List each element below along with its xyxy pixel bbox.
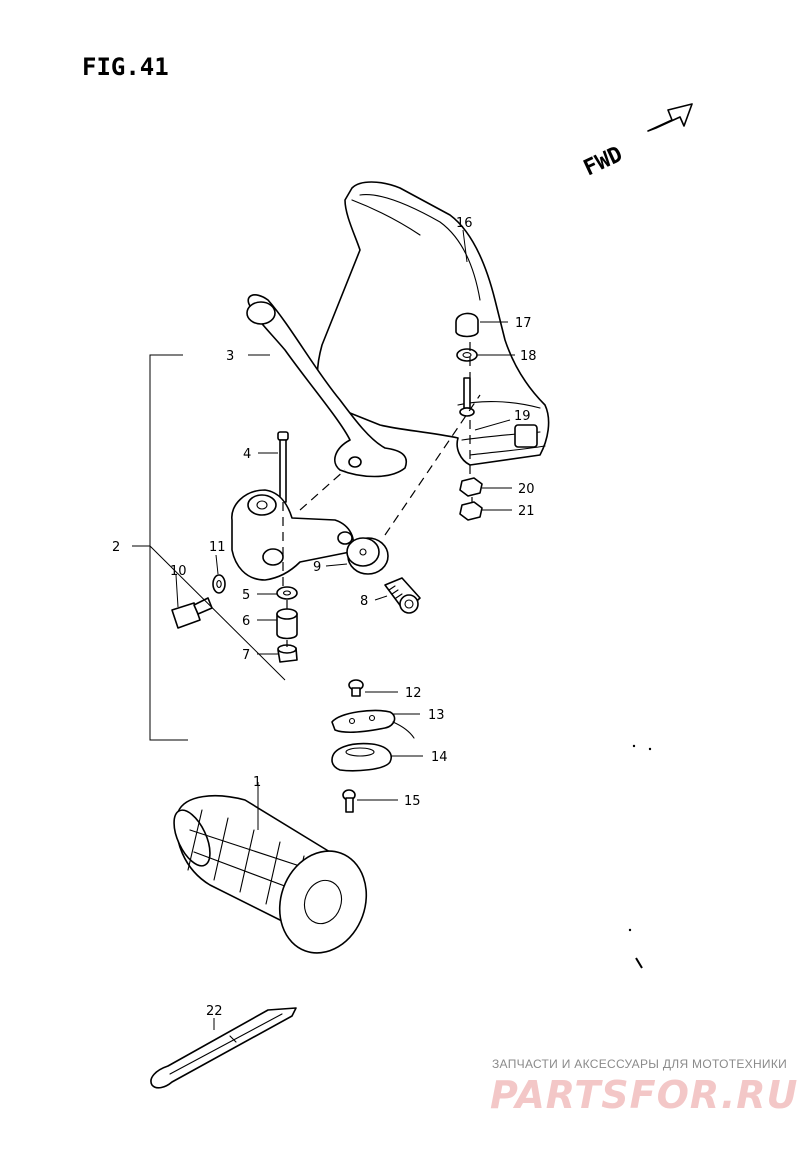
callouts: 1 2 3 4 5 6 7 8 9 10 11 12 13 14 15 16 1…: [112, 216, 537, 1019]
callout-20: 20: [518, 482, 535, 497]
part-20-nut: [459, 477, 483, 497]
part-5-washer: [276, 586, 298, 600]
part-13-switch-plate: [331, 709, 415, 739]
arrow-outline-icon: [647, 103, 693, 132]
callout-17: 17: [515, 316, 532, 331]
callout-7: 7: [242, 648, 250, 663]
assembly-lines: [282, 342, 481, 647]
part-22-tie-strap: [150, 1007, 297, 1089]
part-12-screw: [348, 679, 364, 697]
part-3-lever: [246, 294, 407, 478]
part-6-collar: [276, 608, 298, 640]
part-14-switch: [331, 742, 392, 772]
watermark: ЗАПЧАСТИ И АКСЕССУАРЫ ДЛЯ МОТОТЕХНИКИ PA…: [490, 1057, 798, 1117]
part-4-bolt: [277, 431, 289, 503]
callout-11: 11: [209, 540, 226, 555]
figure-title: FIG.41: [82, 53, 169, 81]
part-11-washer: [212, 574, 226, 594]
assembly-bracket-2: [132, 354, 286, 741]
callout-6: 6: [242, 614, 250, 629]
callout-1: 1: [253, 775, 261, 790]
part-19-bolt: [459, 377, 475, 417]
callout-13: 13: [428, 708, 445, 723]
callout-16: 16: [456, 216, 473, 231]
part-7-nut: [277, 644, 298, 663]
callout-3: 3: [226, 349, 234, 364]
leader-lines: [175, 229, 515, 1030]
callout-19: 19: [514, 409, 531, 424]
callout-4: 4: [243, 447, 251, 462]
part-9-adjuster: [346, 537, 389, 575]
callout-9: 9: [313, 560, 321, 575]
part-15-screw: [342, 789, 356, 813]
callout-22: 22: [206, 1004, 223, 1019]
part-8-adjusting-bolt: [384, 577, 421, 614]
part-1-grip: [173, 794, 368, 954]
callout-21: 21: [518, 504, 535, 519]
part-21-nut: [459, 501, 483, 521]
part-17-cap-nut: [455, 312, 479, 338]
part-18-washer: [456, 348, 478, 362]
callout-12: 12: [405, 686, 422, 701]
part-16-hand-guard: [316, 181, 550, 466]
forward-indicator: FWD: [580, 103, 693, 181]
forward-label: FWD: [580, 142, 627, 181]
callout-10: 10: [170, 564, 187, 579]
scan-specks: [628, 744, 652, 969]
part-10-bolt: [171, 597, 213, 629]
watermark-logo: PARTSFOR.RU: [490, 1073, 798, 1117]
callout-5: 5: [242, 588, 250, 603]
watermark-tagline: ЗАПЧАСТИ И АКСЕССУАРЫ ДЛЯ МОТОТЕХНИКИ: [492, 1057, 787, 1071]
lever-holder: [231, 489, 354, 581]
callout-2: 2: [112, 540, 120, 555]
callout-14: 14: [431, 750, 448, 765]
callout-8: 8: [360, 594, 368, 609]
callout-18: 18: [520, 349, 537, 364]
callout-15: 15: [404, 794, 421, 809]
